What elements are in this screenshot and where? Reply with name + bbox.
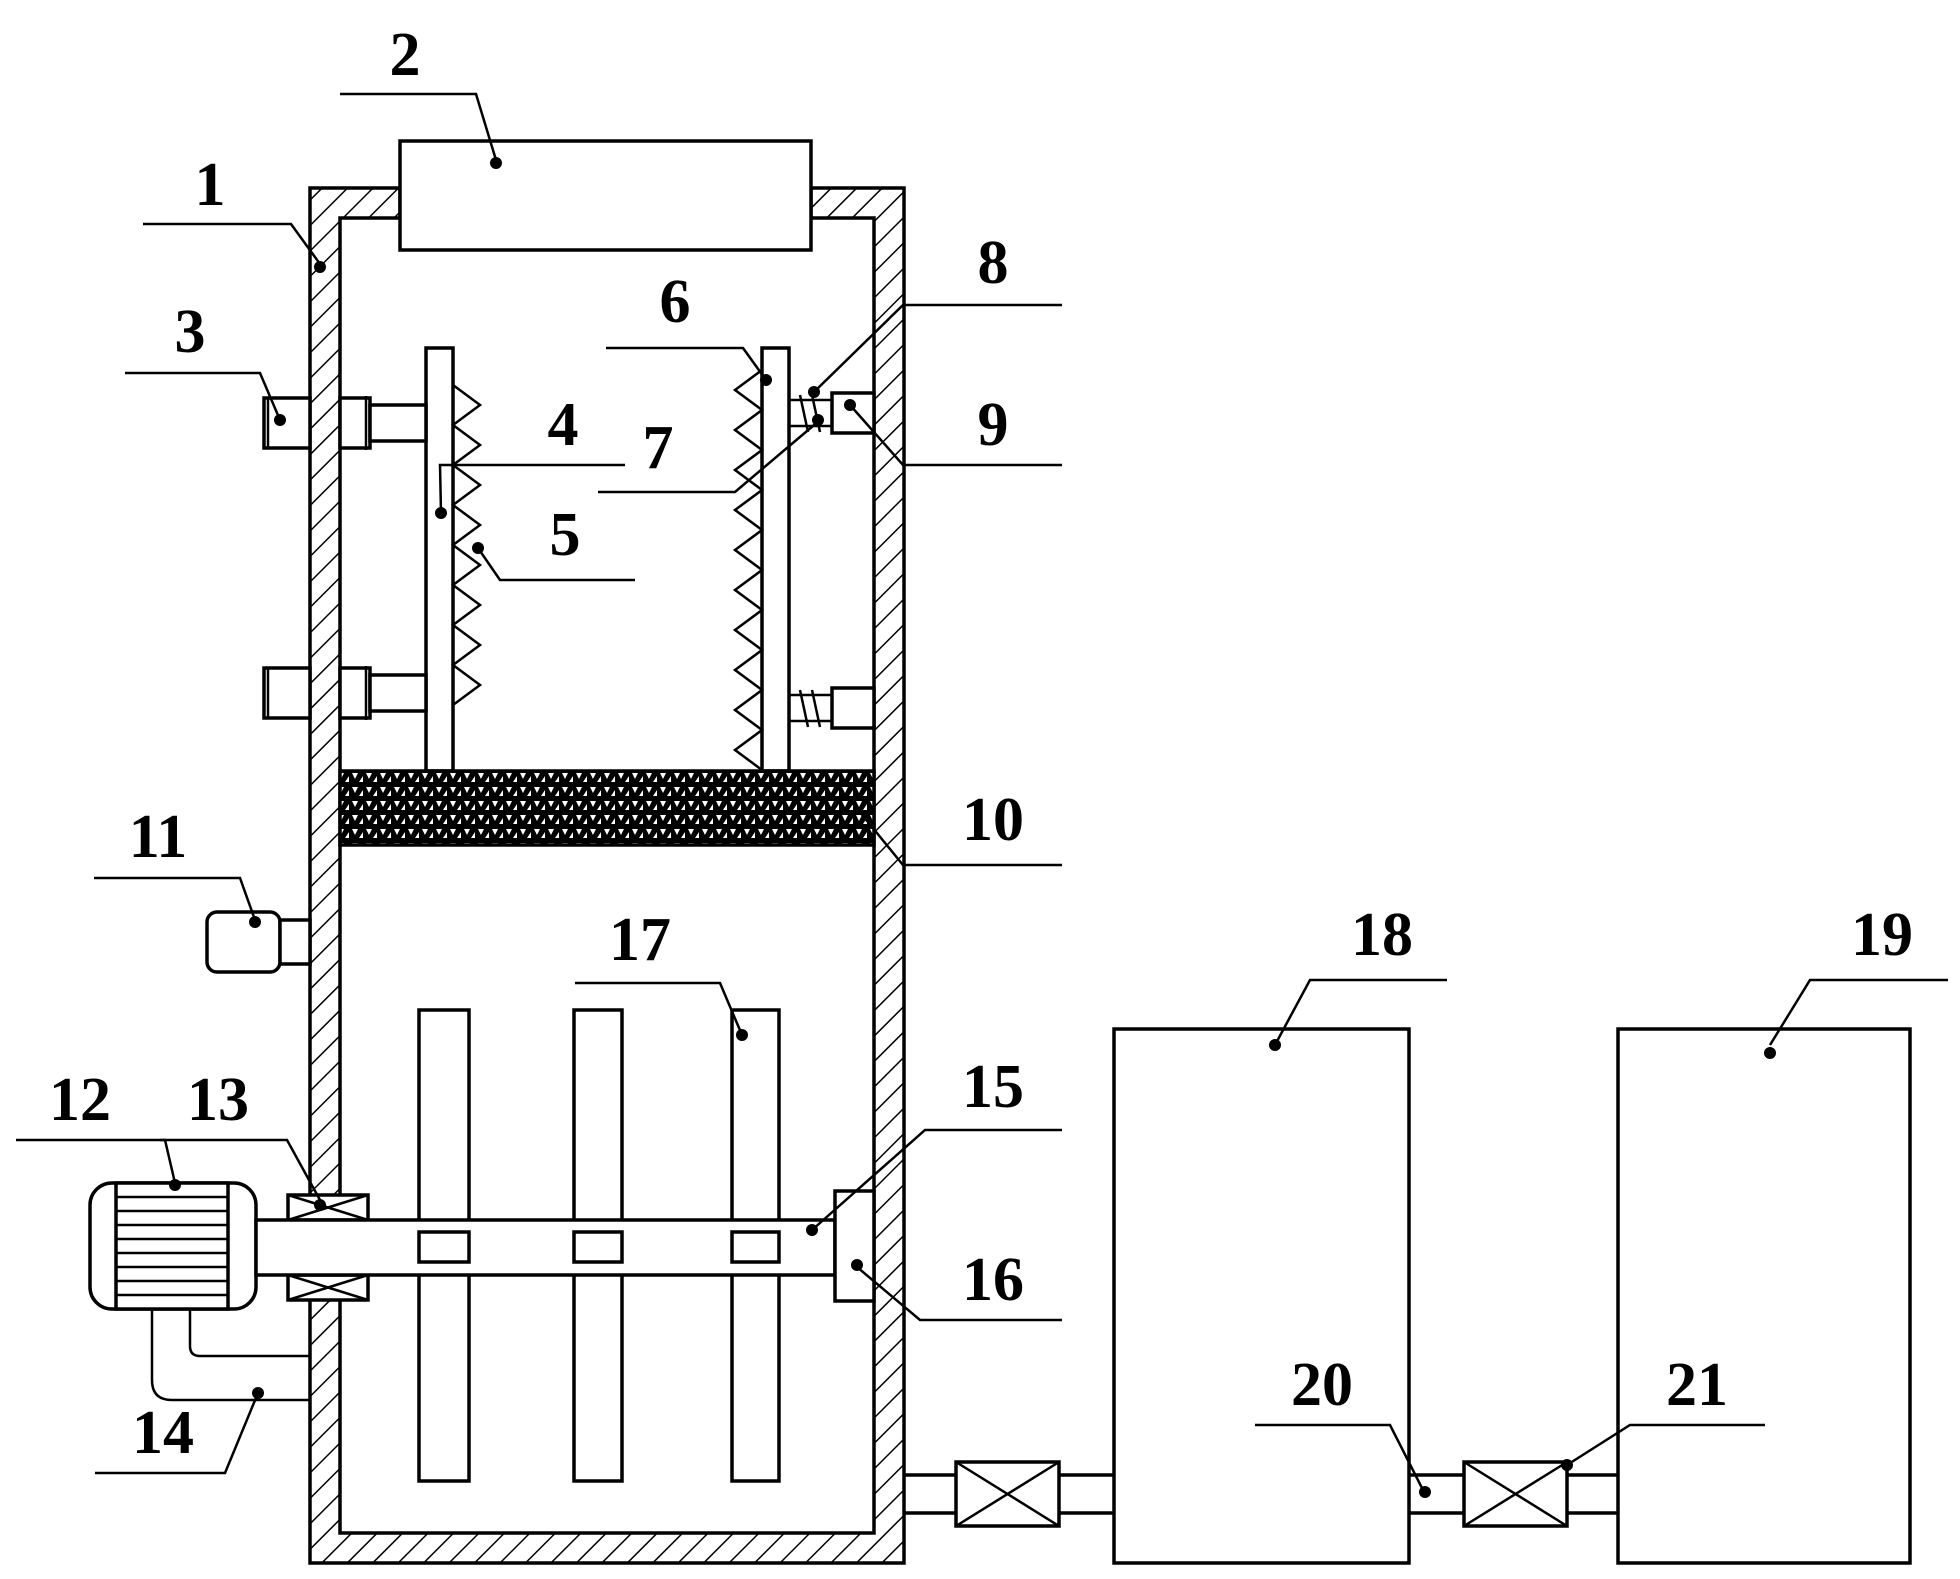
spring-bottom [789, 686, 876, 730]
left-teeth [450, 383, 483, 707]
side-unit [205, 910, 312, 974]
label-17: 17 [609, 906, 671, 974]
label-12: 12 [49, 1066, 111, 1134]
shaft-support [833, 1189, 876, 1303]
label-4: 4 [548, 391, 579, 459]
bearing-bottom [286, 1273, 370, 1302]
label-9: 9 [978, 391, 1009, 459]
left-cylinder-top [262, 396, 428, 450]
return-pipe [150, 1309, 310, 1402]
label-6: 6 [660, 268, 691, 336]
top-unit [398, 139, 813, 252]
connecting-pipe [1409, 1460, 1618, 1528]
leader-dots [169, 157, 1776, 1498]
label-5: 5 [550, 501, 581, 569]
filter-layer [338, 769, 876, 847]
label-13: 13 [187, 1066, 249, 1134]
label-18: 18 [1351, 901, 1413, 969]
label-20: 20 [1291, 1351, 1353, 1419]
tank-18 [1112, 1027, 1411, 1565]
label-16: 16 [962, 1246, 1024, 1314]
label-3: 3 [175, 298, 206, 366]
label-10: 10 [962, 786, 1024, 854]
left-cylinder-bottom [262, 666, 428, 720]
left-crushing-plate [424, 346, 483, 773]
spring-top [789, 391, 876, 435]
label-14: 14 [132, 1399, 194, 1467]
part-labels: 1 2 3 4 5 6 7 8 9 10 11 12 13 14 15 16 1… [49, 21, 1913, 1467]
label-8: 8 [978, 229, 1009, 297]
label-7: 7 [643, 414, 674, 482]
label-19: 19 [1851, 901, 1913, 969]
stirring-shaft [254, 1218, 837, 1277]
label-11: 11 [129, 803, 188, 871]
bearing-top [286, 1193, 370, 1222]
leader-lines [16, 92, 1948, 1491]
label-15: 15 [962, 1053, 1024, 1121]
right-teeth [732, 368, 765, 772]
label-2: 2 [390, 21, 421, 89]
tank-19 [1616, 1027, 1912, 1565]
label-21: 21 [1666, 1351, 1728, 1419]
outlet-pipe [904, 1460, 1114, 1528]
label-1: 1 [195, 151, 226, 219]
motor [88, 1181, 258, 1311]
right-crushing-plate [732, 346, 791, 773]
